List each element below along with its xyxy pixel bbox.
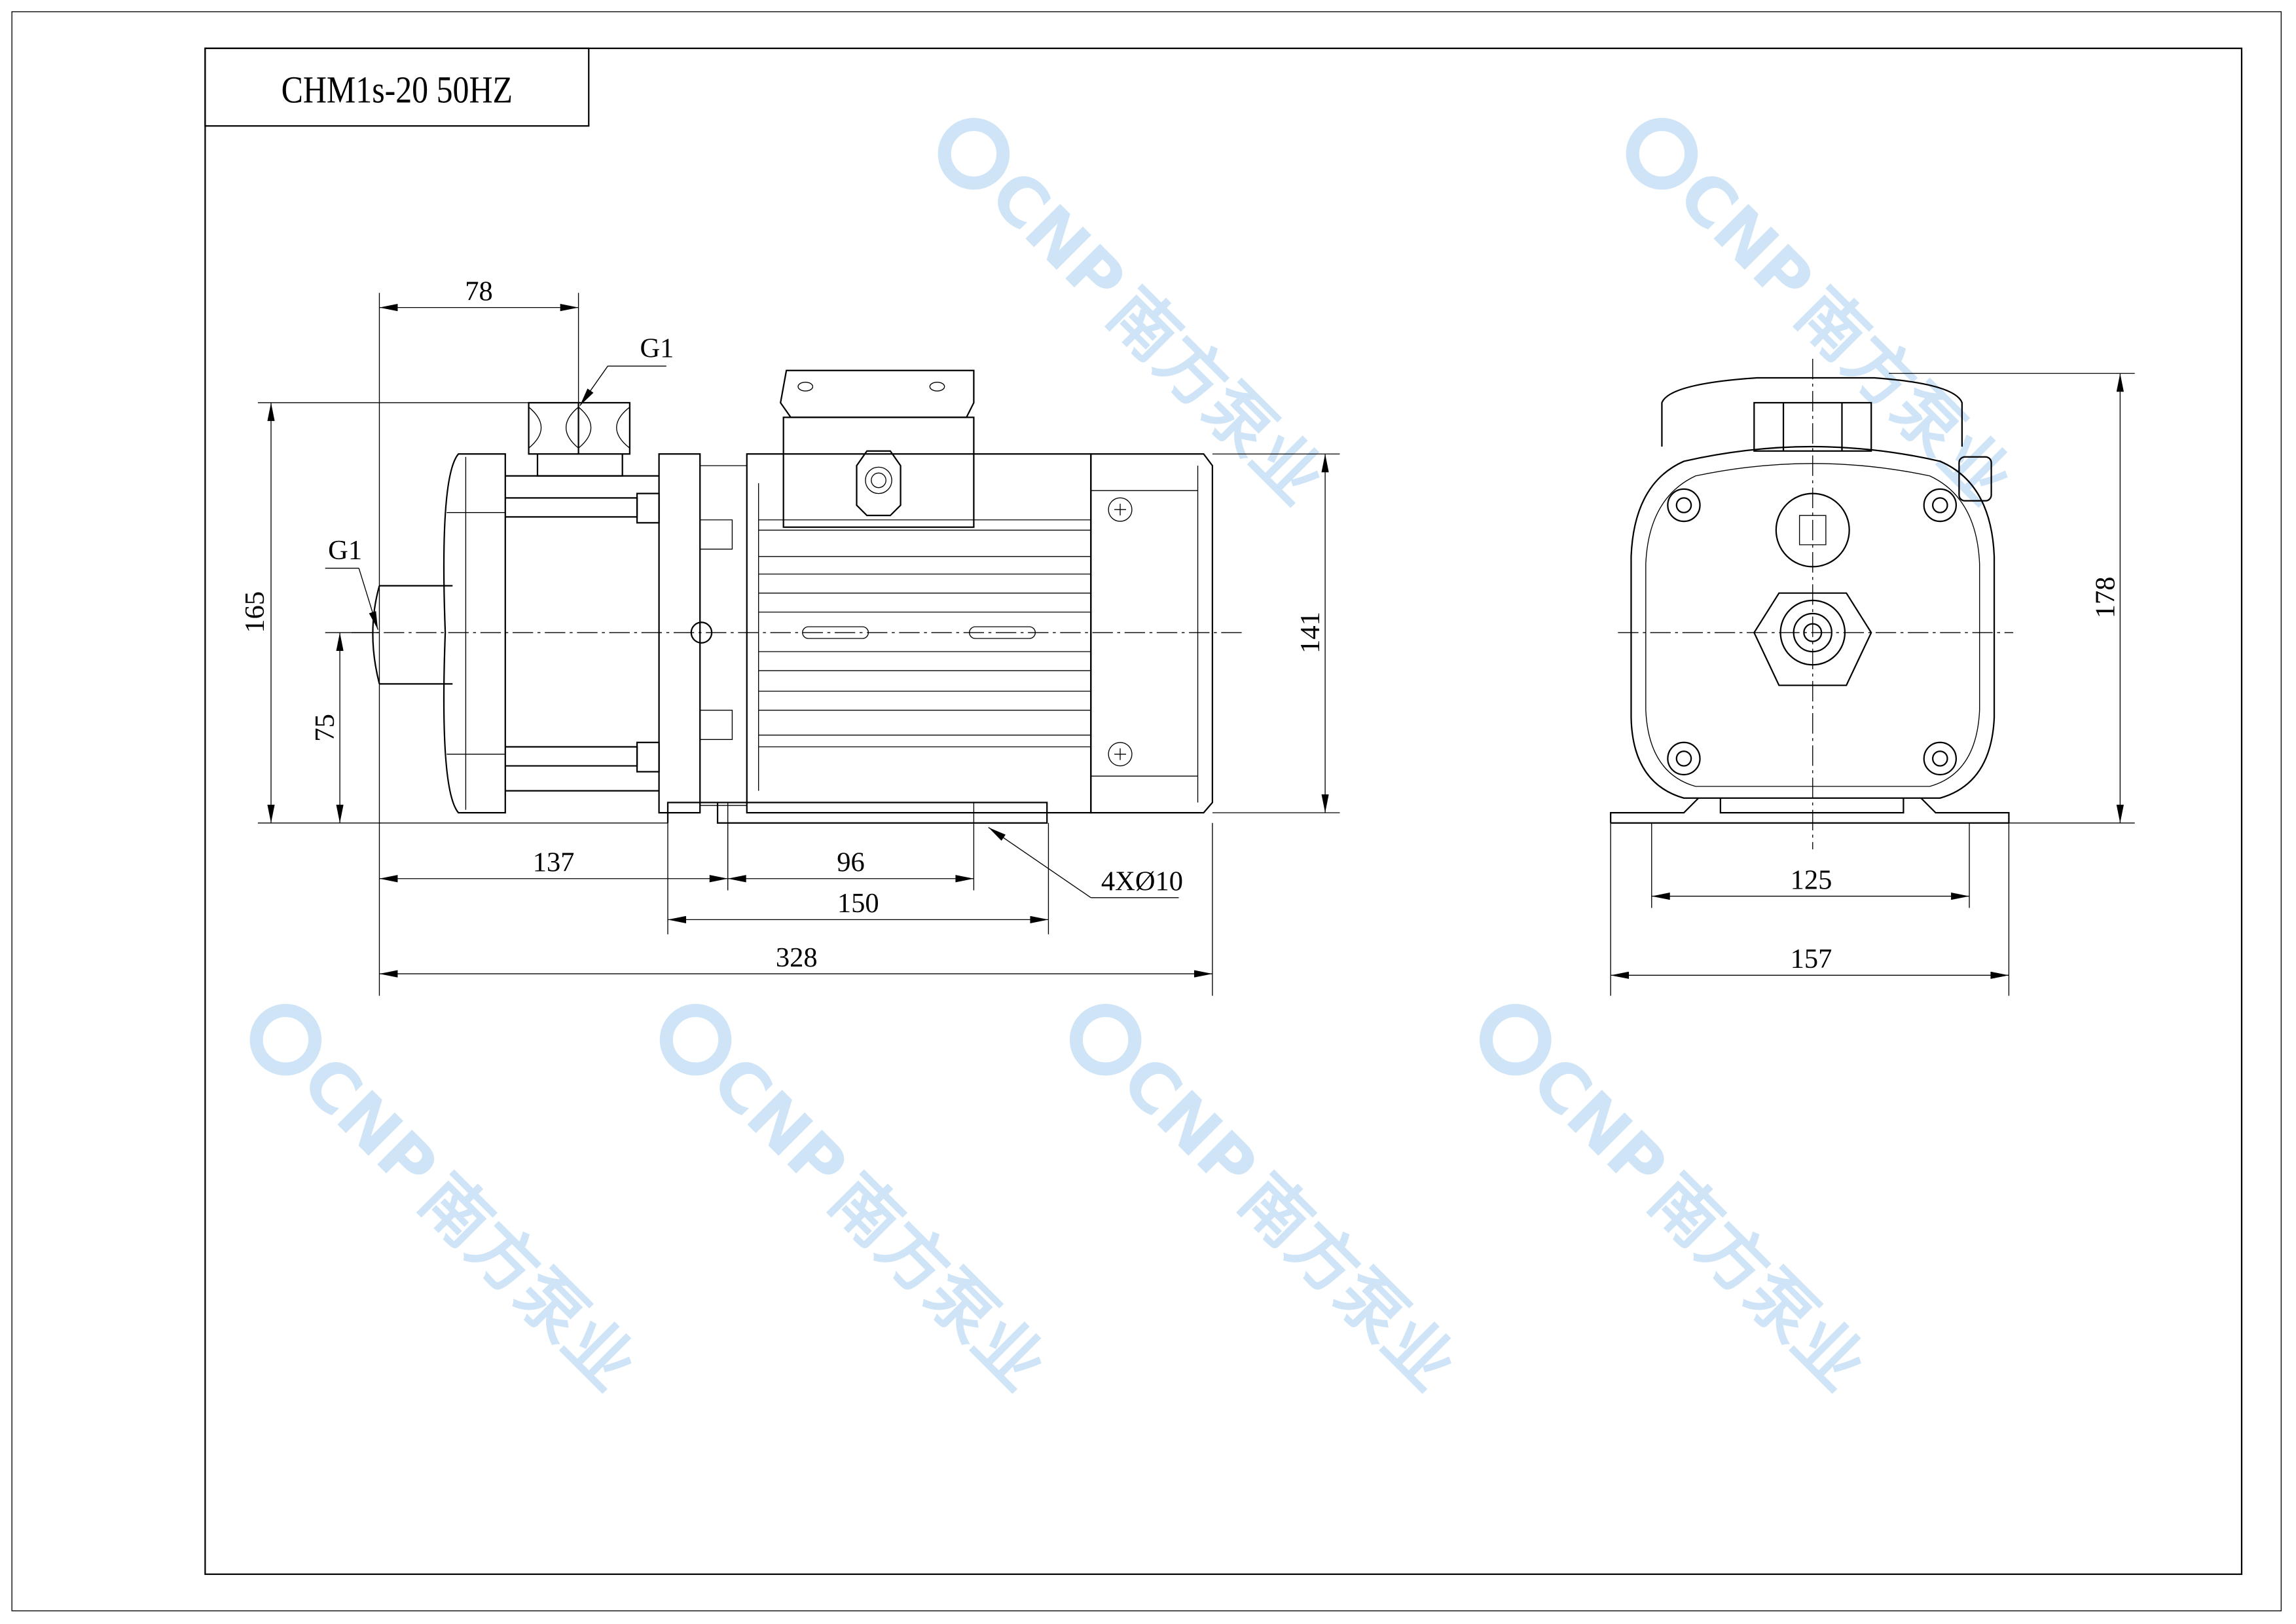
dim-96: 96 <box>837 847 864 878</box>
watermark-logo: CNP南方泵业 <box>1480 1003 1880 1405</box>
inner-frame <box>204 47 2243 1576</box>
svg-text:CNP南方泵业: CNP南方泵业 <box>1663 156 2026 519</box>
watermark-logo: CNP南方泵业 <box>1069 1003 1470 1405</box>
dim-141: 141 <box>1295 612 1326 654</box>
dim-125: 125 <box>1791 864 1832 895</box>
svg-text:CNP南方泵业: CNP南方泵业 <box>1106 1042 1470 1405</box>
drawing-title: CHM1s-20 50HZ <box>282 69 513 111</box>
dim-150: 150 <box>837 888 879 919</box>
mount-holes-label: 4XØ10 <box>1101 866 1183 897</box>
dim-178: 178 <box>2090 577 2121 619</box>
side-dimensions: 78 165 75 141 137 96 150 328 4XØ10 G1 G1 <box>240 276 1340 996</box>
svg-text:CNP南方泵业: CNP南方泵业 <box>287 1042 650 1405</box>
dim-75: 75 <box>310 714 340 741</box>
outer-frame <box>11 11 2282 1612</box>
svg-text:CNP南方泵业: CNP南方泵业 <box>975 156 1338 519</box>
dim-137: 137 <box>533 847 575 878</box>
watermark-logo: CNP南方泵业 <box>938 118 1338 519</box>
watermark-logo: CNP南方泵业 <box>249 1003 650 1405</box>
outlet-label: G1 <box>640 333 674 364</box>
inlet-label: G1 <box>328 535 362 566</box>
dim-78: 78 <box>465 276 492 306</box>
watermark-logo: CNP南方泵业 <box>659 1003 1060 1405</box>
title-box <box>204 47 590 127</box>
dim-328: 328 <box>776 942 818 973</box>
svg-text:CNP南方泵业: CNP南方泵业 <box>1516 1042 1880 1405</box>
end-view <box>1610 358 2014 850</box>
dim-157: 157 <box>1791 944 1832 974</box>
side-view <box>351 369 1245 824</box>
end-dimensions: 178 125 157 <box>1610 373 2135 996</box>
dim-165: 165 <box>240 591 270 633</box>
svg-text:CNP南方泵业: CNP南方泵业 <box>697 1042 1060 1405</box>
